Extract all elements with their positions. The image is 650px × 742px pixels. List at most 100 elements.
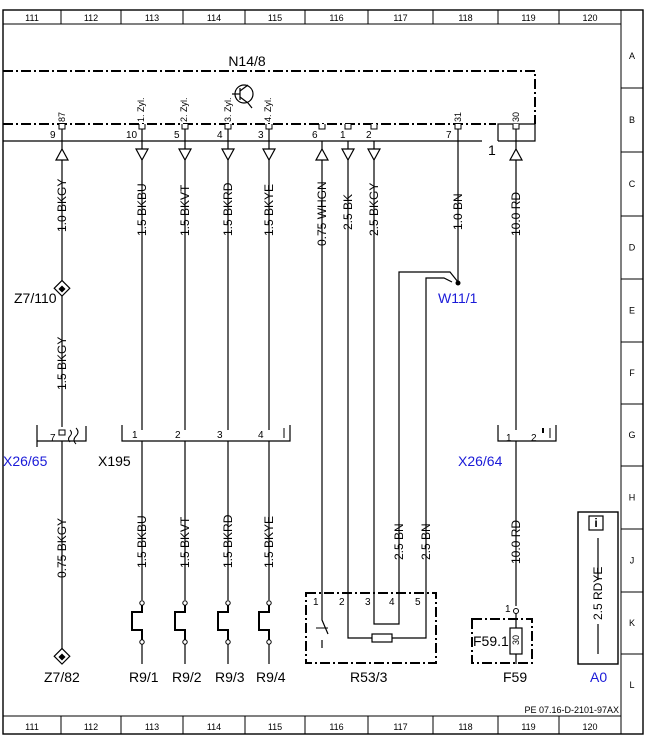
component-pin: 1 — [313, 597, 319, 608]
component-f59[interactable]: 30 1 F59.1 F59 — [471, 604, 533, 685]
wire-label: 1.5 BKGY — [55, 337, 69, 390]
wire-label: 1.0 BN — [451, 193, 465, 230]
wire-label: 1.5 BKBU — [135, 515, 149, 568]
section-pin: 1 — [488, 142, 496, 158]
component-pin: 5 — [415, 597, 421, 608]
info-label-link[interactable]: A0 — [590, 669, 607, 685]
pin-number: 9 — [50, 130, 56, 141]
injector-label: R9/4 — [256, 669, 286, 685]
connector-pin: 3 — [217, 430, 223, 441]
terminal-label: 4. Zyl. — [263, 97, 273, 122]
arrow-down-icon — [177, 141, 193, 162]
connector-pin: 7 — [50, 433, 56, 444]
unit-terminals — [58, 124, 520, 141]
splice-z7-82[interactable]: Z7/82 — [44, 647, 80, 685]
row-label: D — [629, 243, 636, 253]
arrow-up-icon — [314, 141, 330, 161]
arrow-down-icon — [366, 141, 382, 162]
column-label: 115 — [268, 13, 282, 23]
terminal-label: 3. Zyl. — [223, 97, 233, 122]
connector-x195[interactable]: 1 2 3 4 X195 — [98, 425, 291, 469]
document-code: PE 07.16-D-2101-97AX — [524, 705, 619, 715]
pin-number: 10 — [126, 130, 138, 141]
wire-label: 2.5 BK — [341, 194, 355, 230]
unit-terminal — [344, 124, 352, 130]
pin-number: 7 — [446, 130, 452, 141]
connector-x26-64[interactable]: 1 2 X26/64 — [458, 425, 557, 469]
wire-label: 2.5 BKGY — [367, 183, 381, 236]
ground-w11-1[interactable]: W11/1 — [438, 280, 478, 307]
control-unit-label: N14/8 — [228, 53, 266, 69]
transistor-icon — [232, 84, 254, 109]
wire-label: 1.5 BKYE — [262, 516, 276, 568]
wire-label: 10.0 RD — [509, 192, 523, 236]
pin-number: 2 — [366, 130, 372, 141]
component-pin: 2 — [339, 597, 345, 608]
row-label: B — [629, 115, 635, 125]
component-label: F59 — [503, 669, 527, 685]
wire-label: 1.5 BKYE — [262, 184, 276, 236]
arrow-down-icon — [340, 141, 356, 162]
connector-pin: 2 — [531, 433, 537, 444]
wires — [61, 141, 517, 650]
injector-label: R9/3 — [215, 669, 245, 685]
column-label: 118 — [458, 13, 472, 23]
control-unit-n14-8: N14/8 87 1. Zyl. 2. Zyl. 3. Zyl. 4. Zyl.… — [3, 53, 536, 158]
component-label: R53/3 — [350, 669, 388, 685]
row-label: H — [629, 493, 636, 503]
connector-pin: 4 — [258, 430, 264, 441]
terminal-label: 31 — [453, 112, 463, 122]
connector-label-link[interactable]: X26/64 — [458, 453, 503, 469]
injector-symbol — [131, 600, 145, 664]
unit-terminal — [265, 124, 273, 141]
wire-label: 1.5 BKBU — [135, 183, 149, 236]
injector-label: R9/2 — [172, 669, 202, 685]
connector-x26-65[interactable]: 7 X26/65 — [3, 425, 87, 469]
info-icon[interactable] — [588, 515, 604, 531]
component-r53-3[interactable]: 1 2 3 4 5 R53/3 — [305, 592, 437, 685]
wire-label: 1.0 BKGY — [55, 179, 69, 232]
unit-terminal — [138, 124, 146, 141]
column-label: 119 — [521, 13, 535, 23]
pin-number: 3 — [258, 130, 264, 141]
unit-terminal — [181, 124, 189, 141]
ground-label-link[interactable]: W11/1 — [438, 290, 478, 306]
injector-symbol — [174, 600, 188, 664]
wire-label: 1.5 BKRD — [221, 514, 235, 568]
info-box-a0[interactable]: i 2.5 RDYE A0 — [577, 511, 619, 685]
column-label: 114 — [207, 13, 221, 23]
component-pin: 4 — [389, 597, 395, 608]
connector-label-link[interactable]: X26/65 — [3, 453, 48, 469]
signal-arrows — [54, 141, 524, 162]
column-label: 111 — [25, 722, 39, 732]
connector-label: X195 — [98, 453, 131, 469]
connector-pin: 2 — [175, 430, 181, 441]
row-label: C — [629, 179, 636, 189]
column-label: 115 — [268, 722, 282, 732]
pin-number: 4 — [217, 130, 223, 141]
splice-label: Z7/110 — [14, 290, 57, 306]
wire-label: 1.5 BKVT — [178, 516, 192, 568]
wire-label: 0.75 BKGY — [55, 518, 69, 578]
unit-terminal — [512, 124, 520, 141]
wire-labels: 1.0 BKGY 1.5 BKBU 1.5 BKVT 1.5 BKRD 1.5 … — [55, 179, 523, 578]
column-label: 112 — [84, 722, 98, 732]
terminal-label: 30 — [511, 112, 521, 122]
unit-terminal — [318, 124, 326, 130]
column-label: 117 — [393, 13, 407, 23]
column-label: 112 — [84, 13, 98, 23]
arrow-up-icon — [54, 141, 70, 161]
row-label: F — [629, 368, 635, 378]
row-label: J — [630, 556, 635, 566]
arrow-down-icon — [261, 141, 277, 162]
column-label: 113 — [145, 722, 159, 732]
splice-z7-110[interactable]: Z7/110 — [14, 279, 71, 306]
unit-terminal — [370, 124, 378, 130]
pin-number: 5 — [174, 130, 180, 141]
column-label: 114 — [207, 722, 221, 732]
terminal-label: 87 — [57, 112, 67, 122]
column-label: 119 — [521, 722, 535, 732]
